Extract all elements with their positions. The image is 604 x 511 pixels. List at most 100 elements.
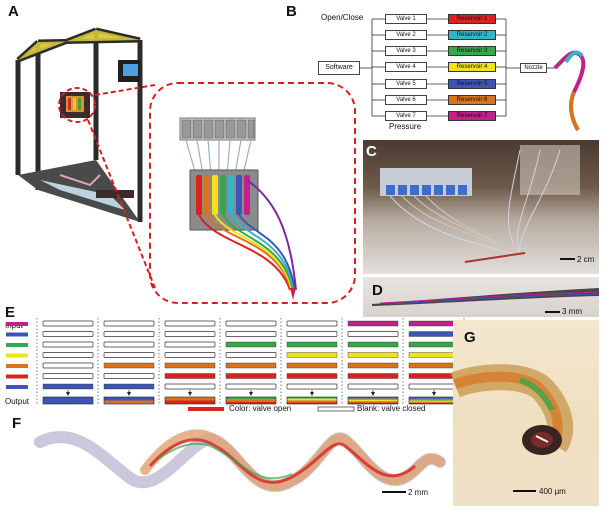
input-color-key xyxy=(6,385,28,389)
valve-open-bar xyxy=(347,341,399,348)
valve-open-bar xyxy=(347,373,399,379)
panel-label-g: G xyxy=(464,329,476,346)
valve-open-bar xyxy=(286,362,338,369)
output-stripe xyxy=(226,401,276,404)
output-stripe xyxy=(348,399,398,402)
valve-closed-bar xyxy=(42,352,94,358)
valve-open-bar xyxy=(347,362,399,369)
valve-closed-bar xyxy=(103,331,155,337)
photo-nozzle-closeup xyxy=(453,320,599,506)
legend-closed-label: Blank: valve closed xyxy=(357,404,426,413)
output-arrowhead xyxy=(127,392,131,396)
valve-open-bar xyxy=(347,352,399,358)
valve-closed-bar xyxy=(42,341,94,348)
output-stripe xyxy=(226,397,276,400)
reservoir-box: Reservoir 2 xyxy=(448,30,496,40)
output-stripe xyxy=(287,400,337,403)
scale-bar-label: 2 cm xyxy=(577,255,595,264)
valve-box: Valve 1 xyxy=(385,14,427,24)
output-stripe xyxy=(409,397,459,399)
output-bar-outline xyxy=(42,396,94,405)
valve-open-bar xyxy=(103,362,155,369)
output-stripe xyxy=(348,398,398,400)
output-stripe xyxy=(409,401,459,403)
output-stripe xyxy=(104,397,154,401)
reservoir-box: Reservoir 7 xyxy=(448,111,496,121)
output-stripe xyxy=(348,397,398,399)
valve-open-bar xyxy=(225,373,277,379)
valve-box: Valve 7 xyxy=(385,111,427,121)
scale-bar-label: 2 mm xyxy=(408,488,428,497)
valve-closed-bar xyxy=(347,331,399,337)
valve-closed-bar xyxy=(225,352,277,358)
output-stripe xyxy=(348,402,398,404)
output-bar-outline xyxy=(164,396,216,405)
valve-closed-bar xyxy=(103,341,155,348)
output-stripe xyxy=(104,400,154,404)
output-arrowhead xyxy=(66,392,70,396)
output-stripe xyxy=(226,399,276,402)
valve-box: Valve 3 xyxy=(385,46,427,56)
valve-open-bar xyxy=(347,320,399,327)
input-color-key xyxy=(6,343,28,347)
output-stripe xyxy=(165,400,215,404)
valve-open-bar xyxy=(103,383,155,390)
legend-open-label: Color: valve open xyxy=(229,404,292,413)
valve-box: Valve 6 xyxy=(385,95,427,105)
valve-open-bar xyxy=(225,362,277,369)
valve-closed-bar xyxy=(164,341,216,348)
valve-open-bar xyxy=(286,341,338,348)
panel-label-a: A xyxy=(8,3,19,20)
valve-closed-bar xyxy=(164,320,216,327)
valve-open-bar xyxy=(286,373,338,379)
valve-closed-bar xyxy=(164,331,216,337)
reservoir-box: Reservoir 4 xyxy=(448,62,496,72)
legend-closed-swatch xyxy=(317,406,355,412)
output-arrowhead xyxy=(310,392,314,396)
output-stripe xyxy=(409,398,459,400)
panel-label-e: E xyxy=(5,304,16,321)
reservoir-box: Reservoir 3 xyxy=(448,46,496,56)
panel-label-c: C xyxy=(366,143,377,160)
valve-closed-bar xyxy=(286,383,338,390)
panel-label-d: D xyxy=(372,282,383,299)
valve-closed-bar xyxy=(225,383,277,390)
valve-open-bar xyxy=(42,383,94,390)
reservoir-box: Reservoir 5 xyxy=(448,79,496,89)
output-stripe xyxy=(287,402,337,404)
output-stripe xyxy=(165,397,215,401)
valve-closed-bar xyxy=(164,352,216,358)
output-bar-outline xyxy=(286,396,338,405)
valve-open-bar xyxy=(286,352,338,358)
legend-open-swatch xyxy=(188,407,224,411)
open-close-label: Open/Close xyxy=(321,13,364,22)
valve-closed-bar xyxy=(286,320,338,327)
panel-label-b: B xyxy=(286,3,297,20)
reservoir-box: Reservoir 1 xyxy=(448,14,496,24)
panel-label-f: F xyxy=(12,415,22,432)
valve-closed-bar xyxy=(286,331,338,337)
valve-closed-bar xyxy=(103,352,155,358)
valve-open-bar xyxy=(225,341,277,348)
valve-box: Valve 5 xyxy=(385,79,427,89)
valve-closed-bar xyxy=(42,373,94,379)
output-label: Output xyxy=(5,397,30,406)
valve-open-bar xyxy=(164,362,216,369)
valve-closed-bar xyxy=(347,383,399,390)
valve-box: Valve 4 xyxy=(385,62,427,72)
input-color-key xyxy=(6,364,28,368)
output-stripe xyxy=(409,400,459,402)
scale-bar-label: 3 mm xyxy=(562,307,582,316)
output-bar-outline xyxy=(225,396,277,405)
valve-closed-bar xyxy=(42,320,94,327)
output-arrowhead xyxy=(432,392,436,396)
valve-open-bar xyxy=(164,373,216,379)
output-stripe xyxy=(43,397,93,404)
output-arrowhead xyxy=(371,392,375,396)
input-color-key xyxy=(6,322,28,326)
